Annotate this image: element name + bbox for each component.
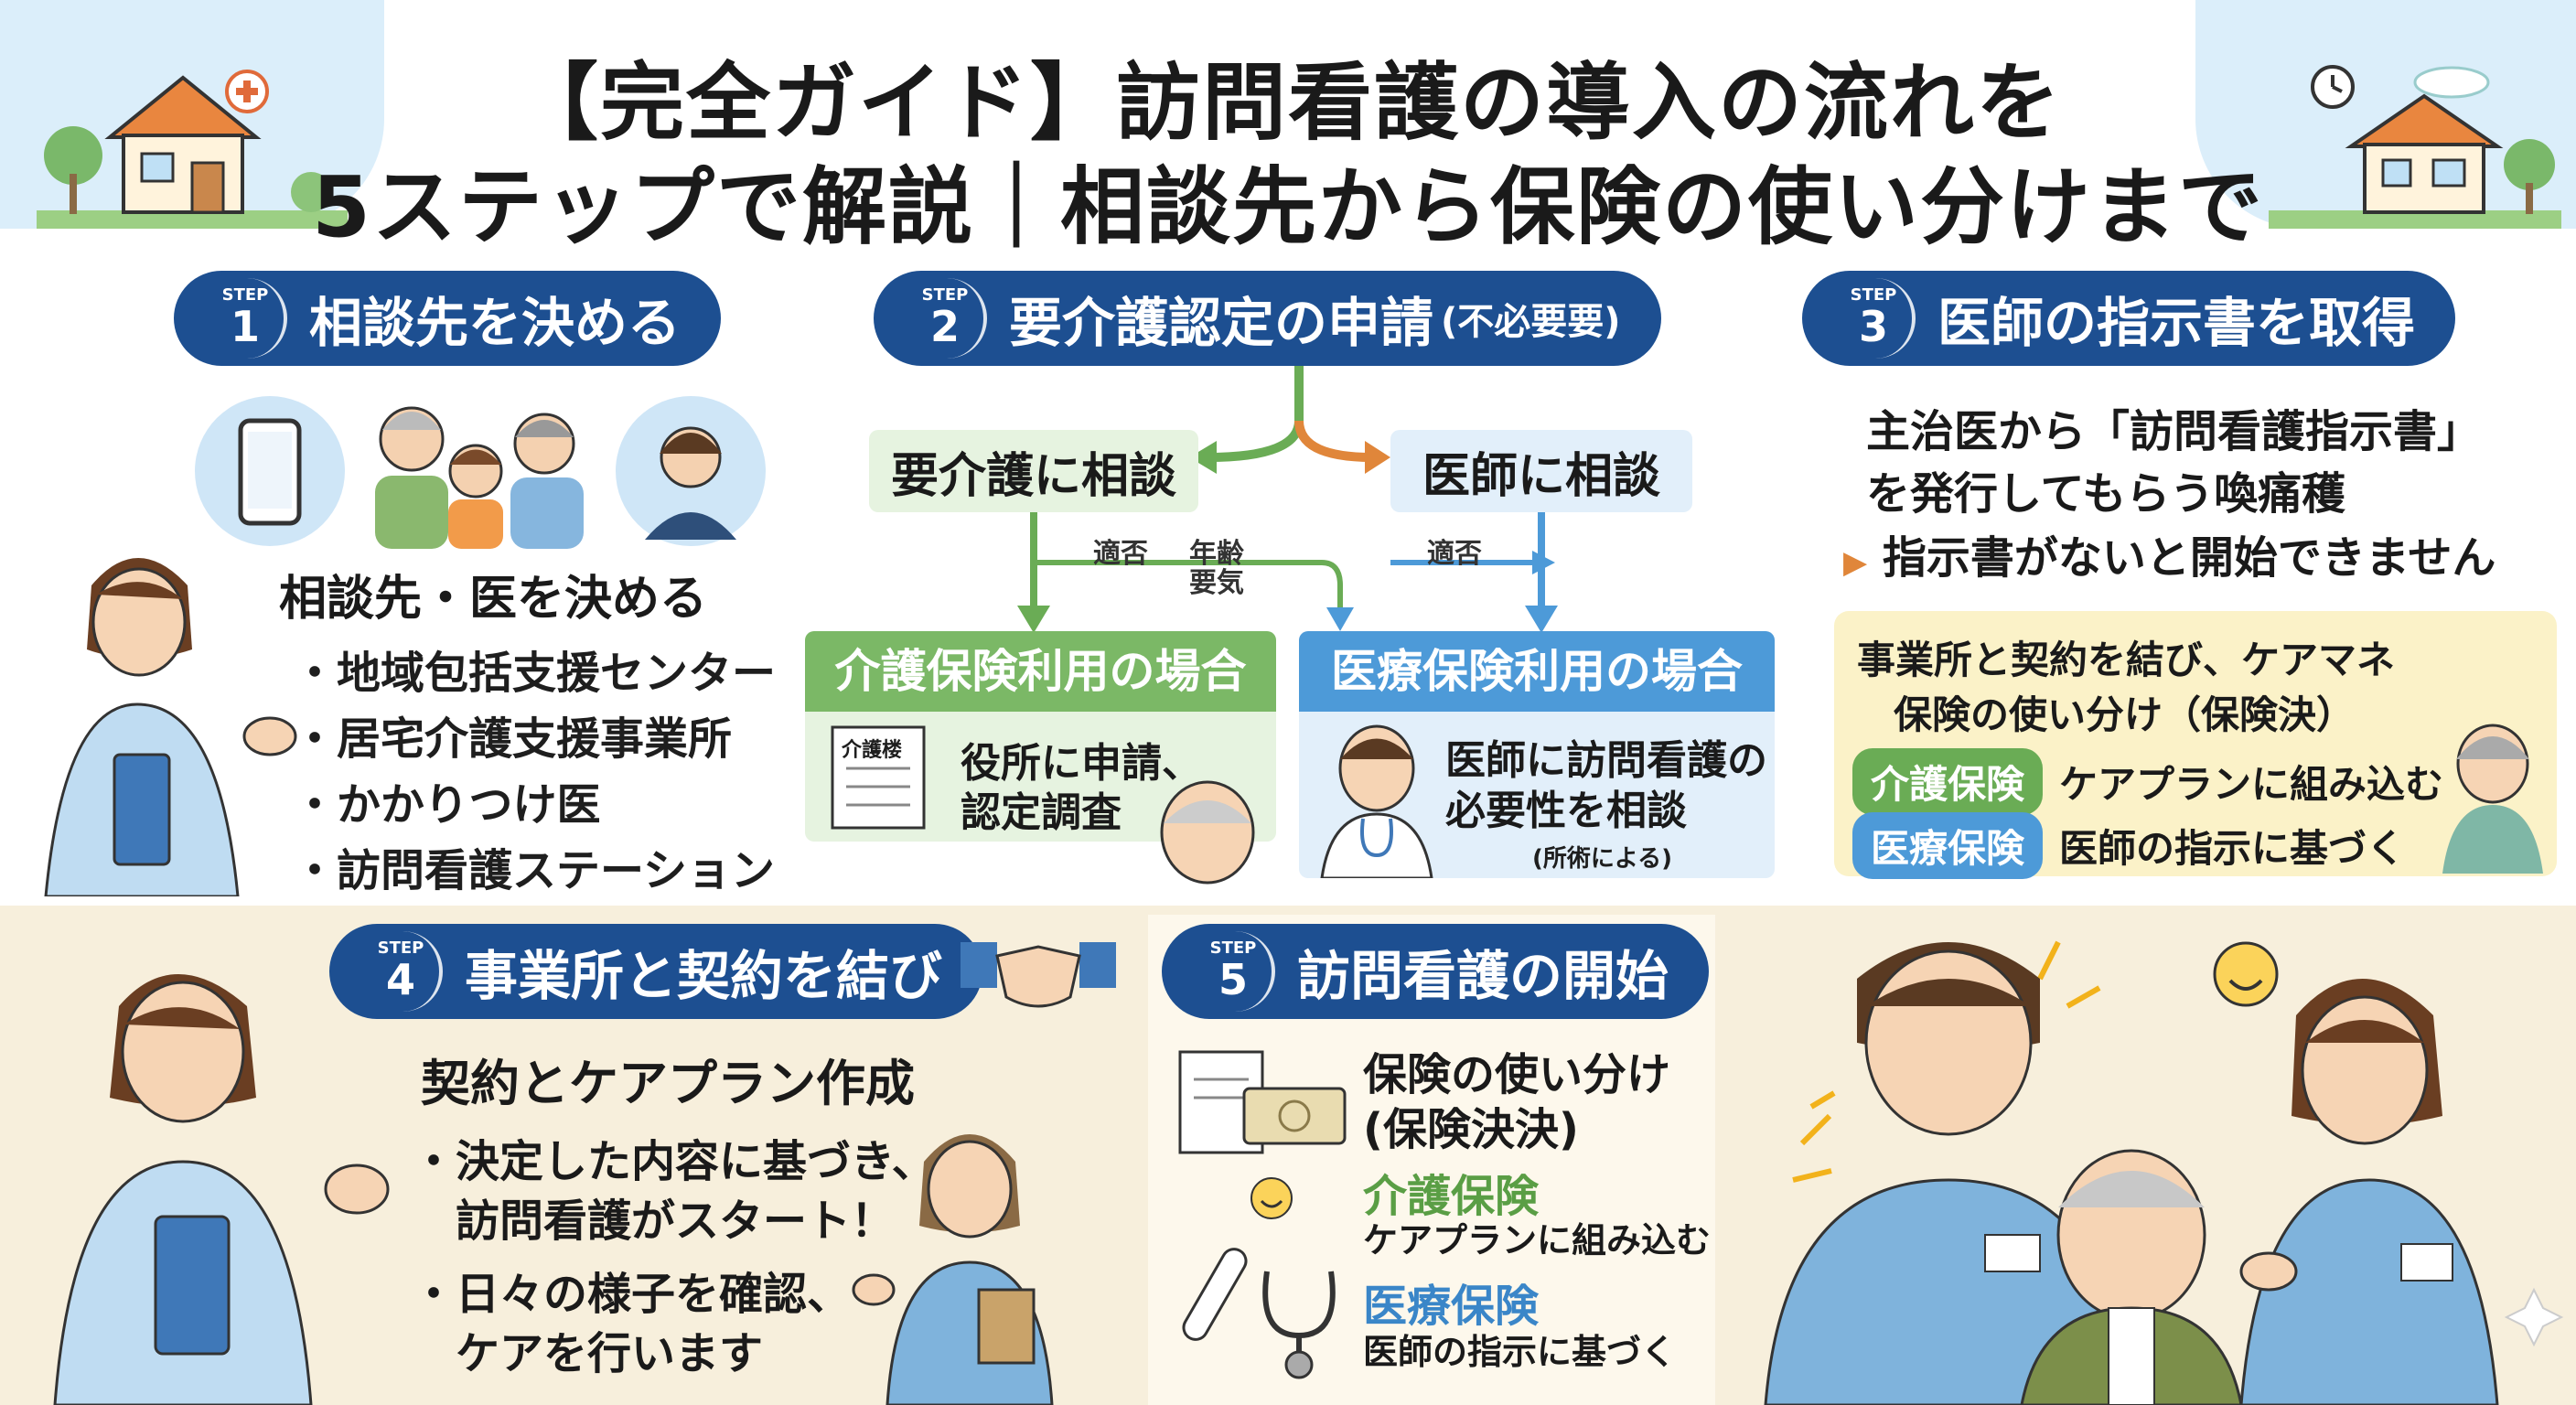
step4-bullet2-line2: ケアを行います — [456, 1328, 764, 1379]
consultant-icon — [616, 396, 766, 546]
step3-badge: STEP 3 — [1835, 278, 1916, 359]
step5-badge: STEP 5 — [1195, 931, 1275, 1012]
step3-line2: を発行してもらう喚痛穫 — [1866, 468, 2346, 520]
step2-med-head: 医療保険利用の場合 — [1299, 631, 1775, 712]
step1-list: 地域包括支援センター 居宅介護支援事業所 かかりつけ医 訪問看護ステーション — [293, 640, 776, 904]
step2-care-insurance-box: 介護保険利用の場合 介護楼 役所に申請、 認定調査 — [805, 631, 1276, 842]
step1-badge: STEP 1 — [207, 278, 287, 359]
step2-doctor-consult-box: 医師に相談 — [1390, 430, 1692, 512]
step3-warning: ▶ 指示書がないと開始できません — [1843, 532, 2496, 584]
step4-bullet1-line2: 訪問看護がスタート！ — [456, 1196, 896, 1247]
page-title-line1: 【完全ガイド】訪問看護の導入の流れを — [513, 54, 2062, 152]
nurse-clipboard-icon — [852, 1134, 1054, 1405]
house-icon — [37, 70, 348, 229]
step5-med-text: 医師の指示に基づく — [1363, 1332, 1677, 1372]
step2-care-doc-label: 介護楼 — [842, 739, 903, 762]
step5-care-text: ケアプランに組み込む — [1363, 1220, 1712, 1260]
flow-arrows — [1017, 366, 1558, 633]
family-icon — [375, 406, 584, 549]
step2-medical-insurance-box: 医療保険利用の場合 医師に訪問看護の 必要性を相談 (所術による) — [1299, 631, 1775, 878]
smile-icon — [1250, 1177, 1293, 1219]
step1-header: STEP 1 相談先を決める — [174, 271, 722, 366]
handshake-icon — [961, 942, 1116, 1008]
page-title-line2: 5ステップで解説｜相談先から保険の使い分けまで — [311, 158, 2264, 256]
house-icon — [2269, 65, 2561, 229]
step5-line2: (保険決決) — [1363, 1104, 1579, 1155]
step2-title: 要介護認定の申請 — [1009, 292, 1434, 354]
step3-title: 医師の指示書を取得 — [1937, 292, 2416, 354]
step2-header: STEP 2 要介護認定の申請 (不必要要) — [874, 271, 1661, 366]
step2-care-text-2: 認定調査 — [961, 789, 1122, 836]
step1-subtitle: 相談先・医を決める — [279, 572, 708, 627]
step3-number: 3 — [1858, 302, 1888, 351]
care-insurance-tag: 介護保険 — [1852, 748, 2044, 815]
elderly-icon — [1160, 780, 1255, 885]
step2-number: 2 — [929, 302, 960, 351]
nurse-icon — [53, 974, 390, 1405]
step3-med-row: 医療保険 医師の指示に基づく — [1852, 812, 2405, 879]
step2-med-text-1: 医師に訪問看護の — [1445, 737, 1767, 784]
step2-care-head: 介護保険利用の場合 — [805, 631, 1276, 712]
step3-line1: 主治医から「訪問看護指示書」 — [1866, 406, 2482, 457]
step4-header: STEP 4 事業所と契約を結び — [329, 924, 983, 1019]
step4-badge: STEP 4 — [362, 931, 443, 1012]
step2-arrow-label-right: 適否 — [1427, 538, 1482, 570]
step2-care-text-1: 役所に申請、 — [961, 740, 1202, 787]
step5-med-label: 医療保険 — [1363, 1281, 1540, 1332]
step4-number: 4 — [385, 955, 415, 1004]
step4-title: 事業所と契約を結び — [465, 945, 943, 1007]
list-item: かかりつけ医 — [293, 772, 776, 838]
step2-age-label: 年齢 要気 — [1189, 538, 1244, 599]
document-icon — [831, 725, 926, 830]
step1-number: 1 — [230, 302, 260, 351]
care-team-icon — [1764, 940, 2564, 1405]
step5-line1: 保険の使い分け — [1363, 1049, 1671, 1100]
triangle-bullet-icon: ▶ — [1843, 544, 1868, 581]
step2-note: (不必要要) — [1441, 301, 1621, 343]
list-item: 訪問看護ステーション — [293, 838, 776, 904]
step5-number: 5 — [1218, 955, 1248, 1004]
step2-med-text-2: 必要性を相談 — [1445, 788, 1687, 834]
step5-title: 訪問看護の開始 — [1297, 945, 1669, 1007]
medical-insurance-tag: 医療保険 — [1852, 812, 2044, 879]
step3-header: STEP 3 医師の指示書を取得 — [1802, 271, 2456, 366]
step5-header: STEP 5 訪問看護の開始 — [1162, 924, 1710, 1019]
step2-badge: STEP 2 — [907, 278, 987, 359]
step1-title: 相談先を決める — [309, 292, 682, 354]
step2-care-consult-box: 要介護に相談 — [869, 430, 1198, 512]
money-icon — [1178, 1050, 1347, 1154]
step3-box-line1: 事業所と契約を結び、ケアマネ — [1857, 638, 2396, 682]
step4-subtitle: 契約とケアプラン作成 — [421, 1055, 915, 1112]
list-item: 居宅介護支援事業所 — [293, 706, 776, 772]
doctor-icon — [1320, 724, 1433, 878]
nurse-icon — [44, 558, 297, 896]
step2-med-note: (所術による) — [1532, 845, 1672, 873]
thermometer-icon — [1182, 1248, 1248, 1341]
stethoscope-icon — [1262, 1271, 1336, 1379]
step4-bullet2-line1: ・日々の様子を確認、 — [412, 1269, 852, 1320]
step2-arrow-label-left: 適否 — [1093, 538, 1148, 570]
step3-box-line2: 保険の使い分け（保険決） — [1894, 692, 2356, 737]
step3-care-row: 介護保険 ケアプランに組み込む — [1852, 748, 2443, 815]
step4-bullet1-line1: ・決定した内容に基づき、 — [412, 1136, 936, 1187]
list-item: 地域包括支援センター — [293, 640, 776, 706]
step5-care-label: 介護保険 — [1363, 1171, 1540, 1222]
elderly-woman-icon — [2442, 724, 2543, 874]
smartphone-icon — [195, 396, 345, 546]
